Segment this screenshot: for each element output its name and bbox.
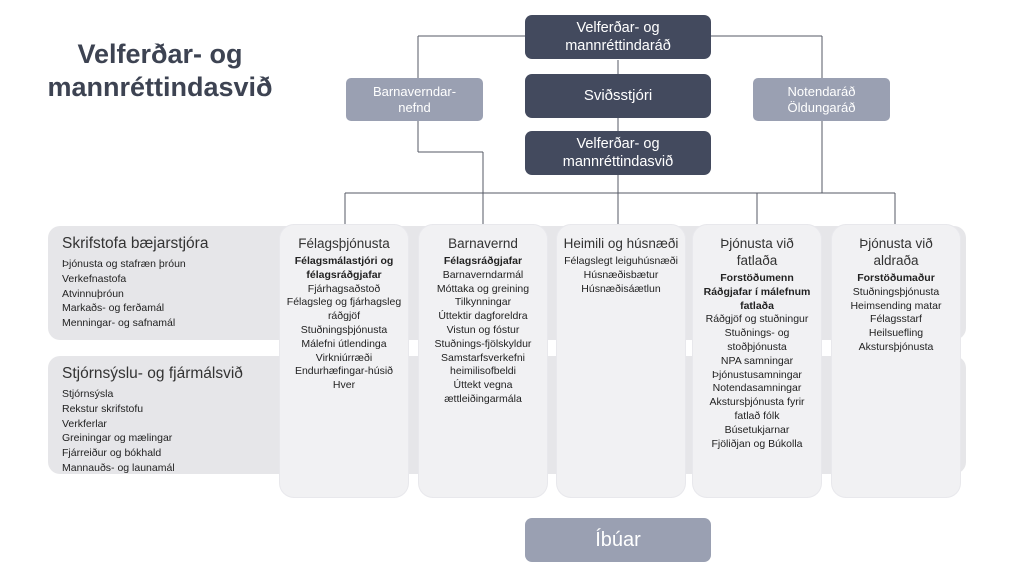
column-item: Fjárhagsaðstoð [307, 282, 381, 295]
column-item: Fjöliðjan og Búkolla [711, 437, 803, 450]
social-services-column: Félagsþjónusta Félagsmálastjóri og félag… [280, 225, 408, 497]
column-title: Þjónusta við fatlaða [720, 236, 794, 268]
disability-services-column: Þjónusta við fatlaða Forstöðumenn Ráðgja… [693, 225, 821, 497]
band-item: Stjórnsýsla [62, 388, 114, 400]
director-label: Sviðsstjóri [583, 87, 653, 104]
column-subtitle: Félagsráðgjafar [443, 255, 523, 267]
elderly-services-column: Þjónusta við aldraða Forstöðumaður Stuðn… [832, 225, 960, 497]
band-title: Skrifstofa bæjarstjóra [62, 235, 209, 252]
column-title: Þjónusta við aldraða [859, 236, 933, 268]
band-item: Verkefnastofa [62, 272, 127, 285]
band-item: Verkferlar [62, 417, 107, 430]
band-item: Atvinnuþróun [62, 287, 124, 300]
child-protection-committee-box: Barnaverndar- nefnd [346, 78, 483, 121]
user-council-label: Notendaráð Öldungaráð [787, 83, 856, 115]
column-item: Virkniúrræði [315, 351, 373, 364]
column-item: Félagsleg og fjárhagsleg ráðgjöf [286, 296, 402, 323]
user-council-box: Notendaráð Öldungaráð [753, 78, 890, 121]
column-item: Búsetukjarnar [724, 423, 790, 436]
column-item: Þjónustusamningar [712, 368, 802, 381]
column-item: Móttaka og greining [436, 282, 530, 295]
band-item: Þjónusta og stafræn þróun [62, 258, 186, 270]
band-item: Menningar- og safnamál [62, 317, 176, 330]
housing-column: Heimili og húsnæði Félagslegt leiguhúsnæ… [557, 225, 685, 497]
column-item: Heimsending matar [850, 299, 942, 312]
column-subtitle: Félagsmálastjóri og félagsráðgjafar [294, 255, 394, 281]
column-item: Vistun og fóstur [446, 323, 520, 336]
column-item: Endurhæfingar-húsið Hver [294, 365, 394, 392]
column-item: Samstarfsverkefni heimilisofbeldi [440, 351, 526, 378]
column-subtitle: Forstöðumenn Ráðgjafar í málefnum fatlað… [703, 272, 811, 312]
division-label: Velferðar- og mannréttindasvið [562, 136, 674, 170]
column-item: Akstursþjónusta [858, 340, 934, 353]
column-item: Félagsstarf [870, 313, 922, 326]
column-item: Úttekt vegna ættleiðingarmála [444, 379, 522, 405]
residents-box: Íbúar [525, 518, 711, 562]
council-label: Velferðar- og mannréttindaráð [565, 20, 671, 54]
column-item: Barnaverndarmál [442, 268, 524, 281]
division-box: Velferðar- og mannréttindasvið [525, 131, 711, 175]
column-item: Akstursþjónusta fyrir fatlað fólk [709, 396, 805, 422]
child-protection-column: Barnavernd Félagsráðgjafar Barnaverndarm… [419, 225, 547, 497]
column-title: Félagsþjónusta [298, 236, 390, 251]
band-item: Fjárreiður og bókhald [62, 447, 162, 460]
column-subtitle: Forstöðumaður [857, 272, 935, 284]
column-item: Húsnæðisbætur [583, 268, 659, 281]
band-item: Markaðs- og ferðamál [62, 302, 165, 315]
column-item: Notendasamningar [712, 382, 802, 395]
column-item: Ráðgjöf og stuðningur [705, 313, 809, 326]
column-item: Félagslegt leiguhúsnæði [564, 255, 678, 267]
column-item: Málefni útlendinga [301, 337, 387, 350]
column-item: Heilsuefling [868, 327, 924, 340]
column-item: Stuðningsþjónusta [300, 323, 388, 336]
band-item: Greiningar og mælingar [62, 432, 173, 445]
column-item: Stuðningsþjónusta [852, 285, 940, 298]
page-title: Velferðar- og mannréttindasvið [47, 39, 273, 102]
column-item: Stuðnings- og stoðþjónusta [724, 327, 790, 353]
column-item: Tilkynningar [454, 296, 512, 309]
column-item: NPA samningar [720, 354, 794, 367]
band-item: Rekstur skrifstofu [62, 402, 144, 415]
council-box: Velferðar- og mannréttindaráð [525, 15, 711, 59]
band-item: Mannauðs- og launamál [62, 461, 175, 474]
column-title: Heimili og húsnæði [563, 236, 679, 251]
column-item: Húsnæðisáætlun [581, 282, 661, 295]
column-item: Úttektir dagforeldra [438, 310, 528, 323]
column-title: Barnavernd [448, 236, 518, 251]
band-title: Stjórnsýslu- og fjármálsvið [62, 365, 243, 382]
residents-label: Íbúar [595, 528, 641, 551]
column-item: Stuðnings-fjölskyldur [434, 337, 532, 350]
director-box: Sviðsstjóri [525, 74, 711, 118]
child-protection-committee-label: Barnaverndar- nefnd [372, 83, 457, 115]
